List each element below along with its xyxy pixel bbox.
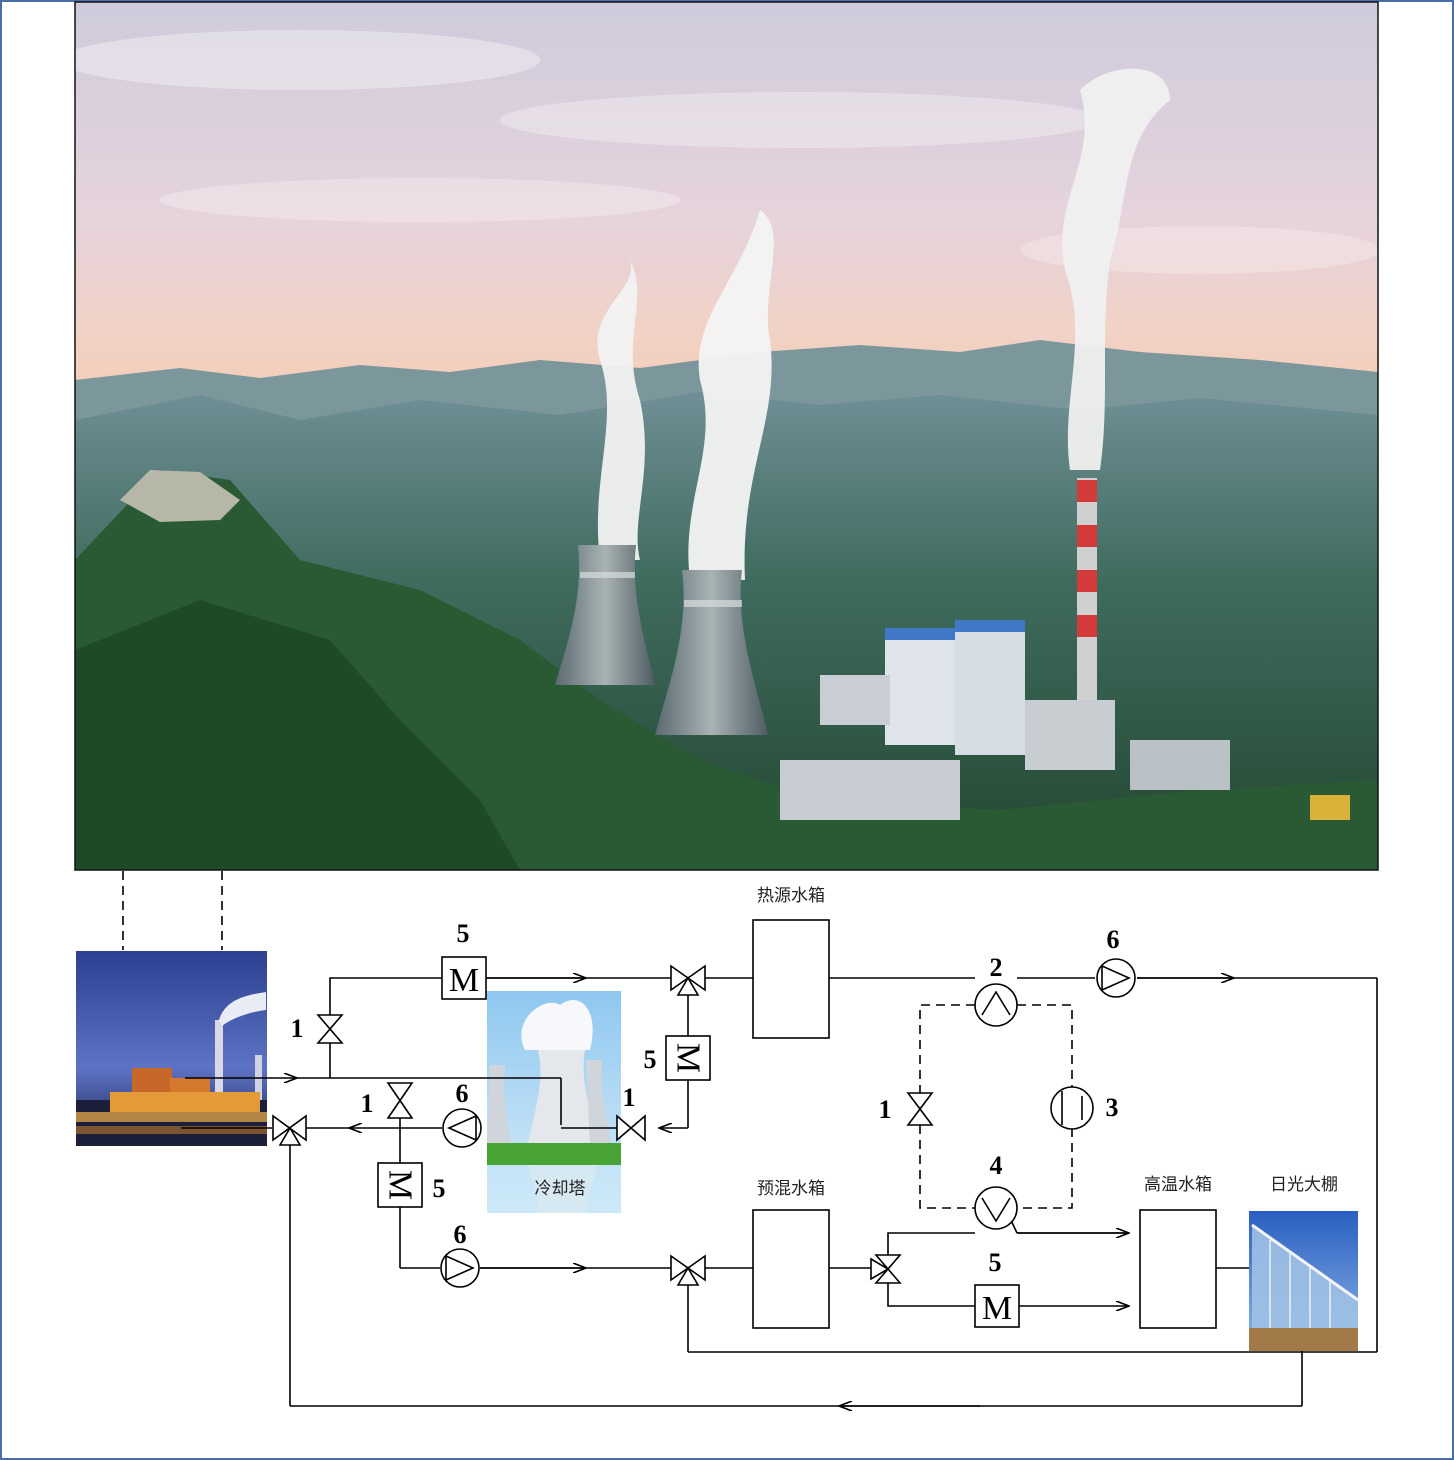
valve-top-left — [316, 1014, 344, 1044]
motor-vertical-right: M — [665, 1035, 711, 1081]
high-temp-tank-label: 高温水箱 — [1144, 1175, 1212, 1195]
greenhouse-thumbnail — [1249, 1211, 1359, 1351]
cooling-tower-label: 冷却塔 — [535, 1179, 586, 1199]
label-condenser: 2 — [990, 953, 1003, 982]
greenhouse-label: 日光大棚 — [1270, 1175, 1338, 1195]
valve-loop — [906, 1092, 934, 1126]
pump-bottom — [440, 1248, 480, 1288]
label-valve-loop: 1 — [879, 1095, 892, 1124]
svg-text:M: M — [670, 1043, 707, 1073]
label-valve-middle: 1 — [361, 1089, 374, 1118]
motor-top: M — [441, 956, 487, 1000]
evaporator — [974, 1186, 1018, 1230]
label-valve-top-left: 1 — [291, 1014, 304, 1043]
power-plant-thumbnail — [76, 951, 267, 1146]
premix-tank — [752, 1209, 830, 1329]
high-temp-tank — [1139, 1209, 1217, 1329]
label-pump-left: 6 — [456, 1079, 469, 1108]
power-plant-landscape-photo — [60, 2, 1380, 870]
svg-text:M: M — [382, 1170, 419, 1200]
pump-left — [442, 1108, 482, 1148]
heat-source-tank — [752, 919, 830, 1039]
valve-cooling-tower — [616, 1114, 646, 1142]
svg-text:M: M — [982, 1290, 1012, 1327]
three-way-valve-top — [670, 964, 706, 996]
pipe-network — [181, 978, 1378, 1406]
label-motor-vertical-left: 5 — [433, 1174, 446, 1203]
motor-vertical-left: M — [377, 1162, 423, 1208]
premix-tank-label: 预混水箱 — [757, 1179, 825, 1199]
motor-bottom: M — [974, 1284, 1020, 1328]
label-pump-right: 6 — [1107, 925, 1120, 954]
label-motor-vertical-right: 5 — [644, 1045, 657, 1074]
label-motor-bottom: 5 — [989, 1248, 1002, 1277]
label-valve-cooling-tower: 1 — [623, 1083, 636, 1112]
heat-source-tank-label: 热源水箱 — [757, 886, 825, 906]
valve-middle — [386, 1082, 414, 1119]
three-way-valve-premix — [870, 1254, 902, 1284]
label-pump-bottom: 6 — [454, 1220, 467, 1249]
cooling-tower-thumbnail — [487, 991, 621, 1213]
three-way-valve-plant — [272, 1114, 307, 1146]
label-evaporator: 4 — [990, 1151, 1003, 1180]
condenser — [974, 983, 1018, 1027]
pump-right — [1096, 958, 1136, 998]
label-compressor: 3 — [1106, 1093, 1119, 1122]
compressor — [1050, 1086, 1094, 1130]
label-motor-top: 5 — [457, 919, 470, 948]
svg-text:M: M — [449, 962, 479, 999]
three-way-valve-bottom — [670, 1254, 706, 1286]
